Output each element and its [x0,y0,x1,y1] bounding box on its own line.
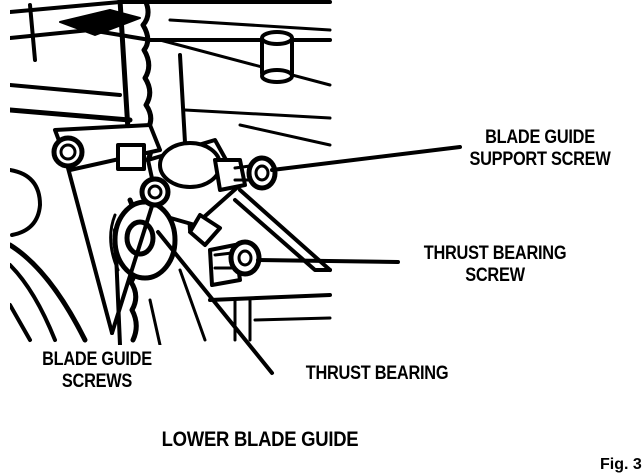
leader-thrust-bearing-screw [256,258,400,264]
figure-number: Fig. 3 [600,456,642,473]
blade-guide-screw-left [51,135,85,169]
leader-blade-guide-screw-right [110,204,154,335]
label-line-1: THRUST BEARING [423,243,567,264]
figure-caption: LOWER BLADE GUIDE [161,428,359,451]
label-thrust-bearing-screw: THRUST BEARING SCREW [400,243,589,287]
base-structure [148,268,332,345]
label-line-1: BLADE GUIDE [42,349,152,370]
label-line-2: SCREW [465,265,525,286]
blade-guide-screw-right [139,176,171,208]
upper-post [260,30,294,84]
label-line-2: SCREWS [61,371,133,392]
label-thrust-bearing: THRUST BEARING [287,363,468,385]
leader-support-screw [270,145,462,172]
label-line-1: THRUST BEARING [305,363,449,384]
support-screw [233,155,278,191]
leader-blade-guide-screw-left [66,166,114,335]
label-line-2: SUPPORT SCREW [469,149,611,170]
thrust-bearing-screw [213,239,262,277]
leader-thrust-bearing [156,230,274,375]
label-line-1: BLADE GUIDE [485,127,595,148]
lower-wheel [10,168,88,343]
saw-blade [113,0,154,345]
label-blade-guide-support-screw: BLADE GUIDE SUPPORT SCREW [454,127,626,171]
label-blade-guide-screws: BLADE GUIDE SCREWS [15,349,178,393]
